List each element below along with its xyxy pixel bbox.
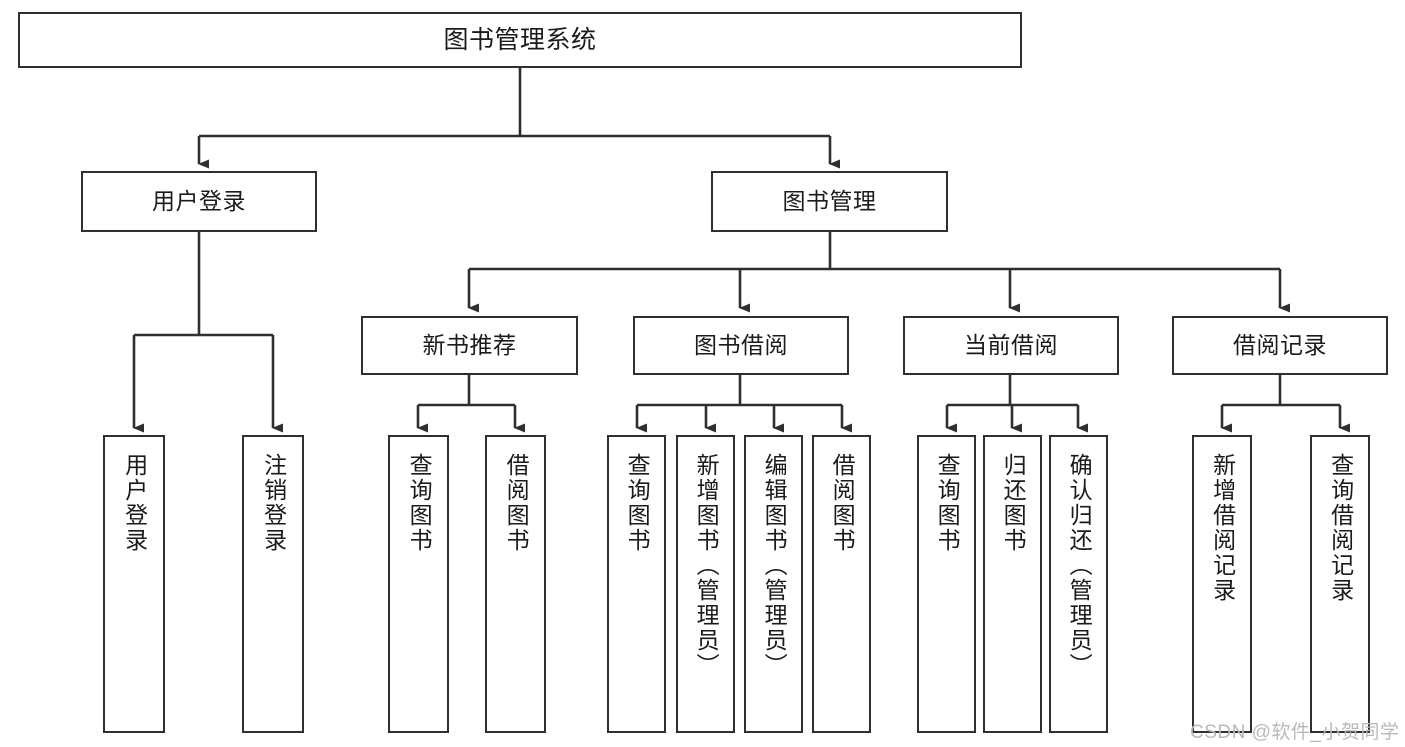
leaf-borrow-record-query-label: 查询借阅记录 <box>1327 453 1354 603</box>
leaf-new-book-query-label: 查询图书 <box>406 453 433 553</box>
node-new-book-recommend[interactable]: 新书推荐 <box>361 316 578 375</box>
node-current-borrow-label: 当前借阅 <box>964 332 1058 359</box>
node-current-borrow[interactable]: 当前借阅 <box>903 316 1119 375</box>
leaf-book-borrow-add-label: 新增图书（管理员） <box>693 453 720 678</box>
node-user-login-label: 用户登录 <box>152 188 246 215</box>
leaf-user-login-login-label: 用户登录 <box>121 453 148 553</box>
leaf-new-book-query[interactable]: 查询图书 <box>388 435 449 733</box>
node-book-management-label: 图书管理 <box>782 188 877 215</box>
leaf-book-borrow-borrow-label: 借阅图书 <box>829 453 856 553</box>
leaf-user-login-logout-label: 注销登录 <box>260 453 287 553</box>
node-book-borrow-label: 图书借阅 <box>694 332 788 359</box>
leaf-book-borrow-edit[interactable]: 编辑图书（管理员） <box>744 435 803 733</box>
leaf-new-book-borrow-label: 借阅图书 <box>503 453 530 553</box>
leaf-borrow-record-query[interactable]: 查询借阅记录 <box>1310 435 1370 733</box>
node-new-book-recommend-label: 新书推荐 <box>422 332 517 359</box>
node-borrow-record[interactable]: 借阅记录 <box>1172 316 1388 375</box>
leaf-current-borrow-confirm-return[interactable]: 确认归还（管理员） <box>1049 435 1108 733</box>
leaf-current-borrow-query-label: 查询图书 <box>934 453 961 553</box>
leaf-book-borrow-borrow[interactable]: 借阅图书 <box>812 435 871 733</box>
leaf-current-borrow-return[interactable]: 归还图书 <box>983 435 1042 733</box>
leaf-book-borrow-add[interactable]: 新增图书（管理员） <box>676 435 735 733</box>
leaf-user-login-logout[interactable]: 注销登录 <box>242 435 304 733</box>
leaf-book-borrow-query[interactable]: 查询图书 <box>607 435 666 733</box>
leaf-borrow-record-add[interactable]: 新增借阅记录 <box>1192 435 1252 733</box>
leaf-borrow-record-add-label: 新增借阅记录 <box>1209 453 1236 603</box>
leaf-user-login-login[interactable]: 用户登录 <box>103 435 165 733</box>
leaf-new-book-borrow[interactable]: 借阅图书 <box>485 435 546 733</box>
node-borrow-record-label: 借阅记录 <box>1233 332 1327 359</box>
node-book-borrow[interactable]: 图书借阅 <box>633 316 849 375</box>
leaf-current-borrow-confirm-return-label: 确认归还（管理员） <box>1066 453 1093 678</box>
leaf-book-borrow-edit-label: 编辑图书（管理员） <box>761 453 788 678</box>
watermark-text: CSDN @软件_小贺同学 <box>1190 722 1400 743</box>
node-root-label: 图书管理系统 <box>443 25 597 54</box>
leaf-current-borrow-return-label: 归还图书 <box>1000 453 1027 553</box>
leaf-current-borrow-query[interactable]: 查询图书 <box>917 435 976 733</box>
node-book-management[interactable]: 图书管理 <box>711 171 948 232</box>
node-user-login[interactable]: 用户登录 <box>81 171 317 232</box>
leaf-book-borrow-query-label: 查询图书 <box>624 453 651 553</box>
node-root-book-management-system[interactable]: 图书管理系统 <box>18 12 1022 68</box>
